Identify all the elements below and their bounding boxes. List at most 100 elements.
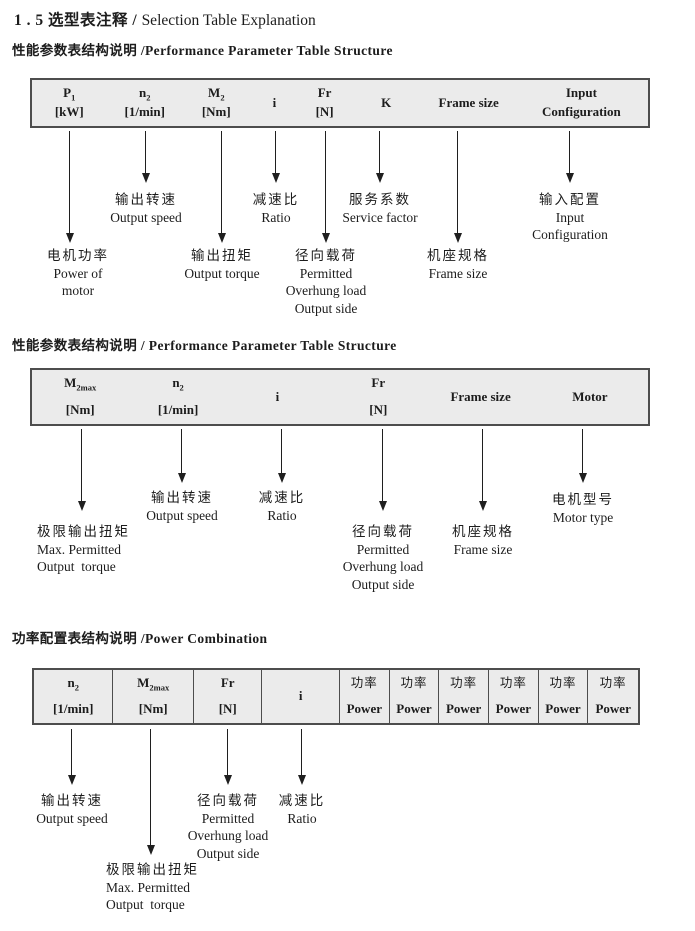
t1-col-input-label: Input [565,85,597,100]
t3-col-power-3-en: Power [445,701,482,716]
t2-col-i: i [228,370,327,424]
t2-col-motor: Motor [532,370,648,424]
t3-col-power-2: 功率 Power [390,670,440,723]
t2-col-m2max: M2max [Nm] [32,370,128,424]
t3-col-power-6-zh: 功率 [599,676,627,690]
arrow-s1-m2 [217,131,226,243]
t3-col-power-2-en: Power [396,701,432,716]
t2-col-n2-symbol: n2 [172,375,184,393]
t3-col-m2max: M2max [Nm] [113,670,194,723]
t3-col-fr-unit: [N] [218,701,237,716]
t1-col-k-symbol: K [381,94,392,110]
t3-col-power-5-en: Power [545,701,581,716]
t1-col-frame-size-label: Frame size [438,94,499,110]
t3-col-fr-symbol: Fr [220,675,235,690]
t2-col-m2max-symbol: M2max [64,375,97,393]
t2-col-motor-label: Motor [572,388,608,404]
page-title-en: Selection Table Explanation [141,12,316,29]
t2-col-fr-symbol: Fr [371,375,386,390]
t1-col-m2-symbol: M2 [208,85,225,103]
t3-col-power-5-zh: 功率 [549,676,577,690]
arrow-s2-m2max [77,429,86,511]
t3-col-i-symbol: i [298,688,303,703]
arrow-s2-frame-size [478,429,487,511]
t3-col-m2max-unit: [Nm] [138,701,168,716]
t3-col-i: i [262,670,340,723]
arrow-s2-fr [378,429,387,511]
arrow-s2-i [277,429,286,483]
t2-col-i-symbol: i [275,388,280,404]
t3-col-power-2-zh: 功率 [400,676,428,690]
arrow-s3-m2max [146,729,155,855]
t3-col-power-6: 功率 Power [588,670,638,723]
page-title: 1 . 5 选型表注释 / Selection Table Explanatio… [14,8,316,30]
t1-col-fr-symbol: Fr [317,85,332,100]
arrow-s2-motor [578,429,587,483]
section3-table: n2 [1/min] M2max [Nm] Fr [N] i 功率 Power 功率 Po… [32,668,640,725]
arrow-s2-n2 [177,429,186,483]
t1-col-config-label: Configuration [542,104,621,119]
t1-col-p1-symbol: P1 [63,85,76,103]
arrow-s3-i [297,729,306,785]
t3-col-power-5: 功率 Power [539,670,589,723]
t3-col-fr: Fr [N] [194,670,263,723]
t1-col-m2-unit: [Nm] [201,104,231,119]
t1-col-k: K [350,80,423,126]
t1-col-p1: P1[kW] [32,80,107,126]
t3-col-power-1-en: Power [346,701,382,716]
t3-col-power-6-en: Power [595,701,631,716]
t3-col-power-1-zh: 功率 [350,676,378,690]
t3-col-power-4-zh: 功率 [499,676,527,690]
t2-col-fr-unit: [N] [369,402,388,417]
t1-col-n2: n2[1/min] [107,80,184,126]
section1-table: P1[kW] n2[1/min] M2[Nm] i Fr [N] K Frame … [30,78,650,128]
t1-col-i-symbol: i [272,94,277,110]
arrow-s1-n2 [141,131,150,183]
section1-heading: 性能参数表结构说明 /Performance Parameter Table S… [12,43,393,58]
section3-heading: 功率配置表结构说明 /Power Combination [12,631,268,646]
arrow-s1-i [271,131,280,183]
t2-col-frame-size-label: Frame size [450,388,511,404]
t1-col-i: i [250,80,300,126]
page-title-zh: 1 . 5 选型表注释 / [14,12,142,29]
t3-col-n2-unit: [1/min] [53,701,94,716]
arrow-s3-fr [223,729,232,785]
arrow-s1-fr [321,131,330,243]
t2-col-fr: Fr [N] [327,370,429,424]
t3-col-power-1: 功率 Power [340,670,390,723]
t2-col-n2-unit: [1/min] [157,402,199,417]
t2-col-m2max-unit: [Nm] [65,402,95,417]
t3-col-n2-symbol: n2 [67,675,79,693]
t1-col-n2-unit: [1/min] [124,104,165,119]
arrow-s1-frame-size [453,131,462,243]
arrow-s1-p1 [65,131,74,243]
t2-col-n2: n2 [1/min] [128,370,227,424]
t1-col-fr-unit: [N] [315,104,334,119]
arrow-s1-k [375,131,384,183]
t3-col-n2: n2 [1/min] [34,670,114,723]
t1-col-p1-unit: [kW] [54,104,84,119]
t1-col-fr: Fr [N] [299,80,350,126]
t3-col-m2max-symbol: M2max [137,675,170,693]
arrow-s3-n2 [67,729,76,785]
